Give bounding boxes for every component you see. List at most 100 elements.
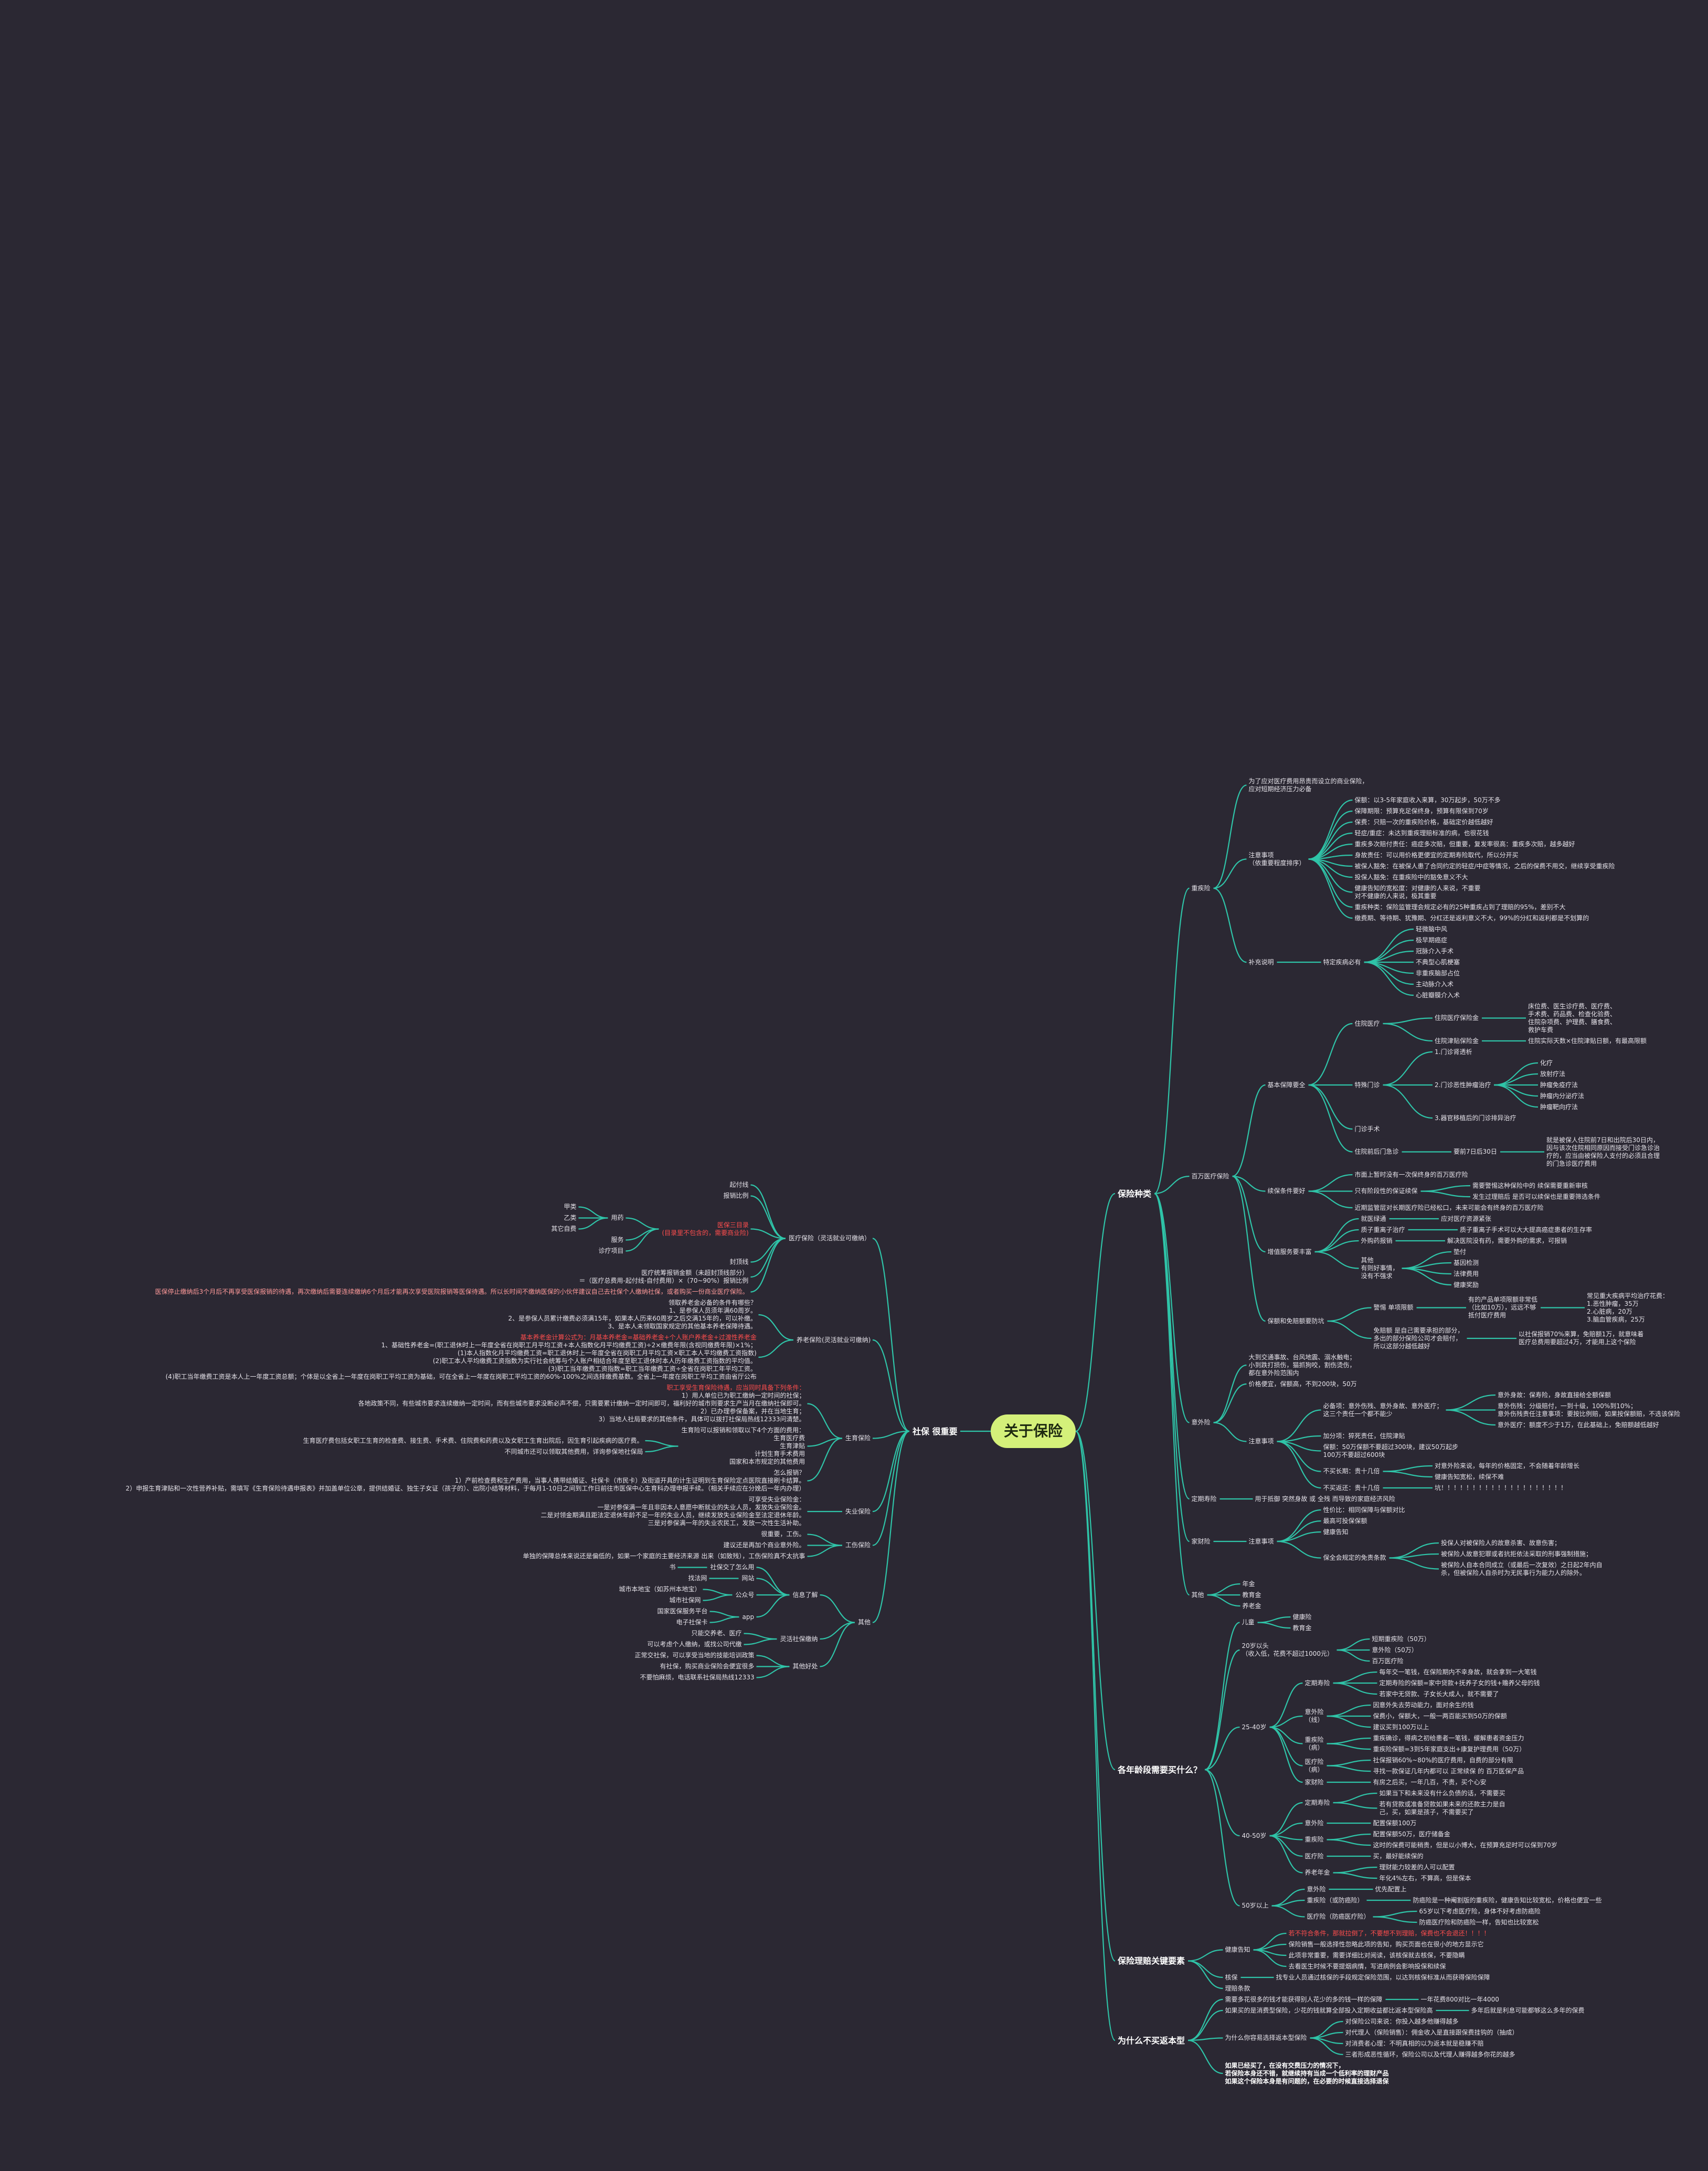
- subtopic-node[interactable]: 就医绿通: [1361, 1215, 1386, 1222]
- leaf-node[interactable]: 封顶线: [729, 1258, 749, 1265]
- leaf-node[interactable]: 用于抵御 突然身故 或 全残 而导致的家庭经济风险: [1255, 1495, 1395, 1503]
- leaf-node[interactable]: 市面上暂时没有一次保终身的百万医疗险: [1354, 1170, 1468, 1178]
- leaf-node[interactable]: 对代理人（保险销售）：佣金收入是直接跟保费挂钩的（抽成）: [1345, 2028, 1519, 2036]
- subtopic-node[interactable]: 灵活社保缴纳: [780, 1635, 818, 1643]
- leaf-node[interactable]: 非重疾脑部占位: [1416, 969, 1460, 977]
- leaf-node[interactable]: 社保报销60%~80%的医疗费用，自费的部分有限: [1373, 1756, 1513, 1764]
- subtopic-node[interactable]: 质子重离子治疗: [1361, 1226, 1405, 1233]
- leaf-node[interactable]: 报销比例: [723, 1192, 749, 1199]
- subtopic-node[interactable]: 养老年金: [1304, 1869, 1330, 1876]
- leaf-node[interactable]: 如果当下和未来没有什么负债的话，不需要买: [1379, 1789, 1505, 1797]
- leaf-node[interactable]: 加分项：猝死责任，住院津贴: [1323, 1432, 1405, 1440]
- subtopic-node[interactable]: 核保: [1225, 1973, 1238, 1981]
- subtopic-node[interactable]: 意外险: [1307, 1885, 1326, 1893]
- leaf-node[interactable]: 以社保报销70%来算，免赔额1万，就意味着 医疗总费用要超过4万，才能用上这个保…: [1519, 1331, 1644, 1346]
- branch-topic[interactable]: 社保 很重要: [913, 1426, 958, 1436]
- leaf-node[interactable]: 3.器官移植后的门诊排异治疗: [1435, 1114, 1516, 1122]
- leaf-node[interactable]: 可享受失业保险金： 一是对参保满一年且非因本人意愿中断就业的失业人员，发放失业保…: [540, 1496, 805, 1527]
- leaf-node[interactable]: 65岁以下考虑医疗险，身体不好考虑防癌险: [1419, 1907, 1541, 1915]
- leaf-node[interactable]: 去看医生时候不要提烟病情，写进病例会影响投保和续保: [1288, 1962, 1446, 1970]
- leaf-node[interactable]: 其它自费: [551, 1225, 577, 1232]
- subtopic-node[interactable]: 特定疾病必有: [1323, 958, 1361, 966]
- leaf-node[interactable]: 重疾确诊，得病之初给患者一笔钱，缓解患者资金压力: [1373, 1734, 1524, 1742]
- leaf-node[interactable]: 心脏瓣膜介入术: [1416, 991, 1460, 999]
- leaf-node[interactable]: 重疾险保额=3到5年家庭支出+康复护理费用（50万）: [1373, 1745, 1526, 1753]
- leaf-node[interactable]: 被保险人自本合同成立（或最后一次复效）之日起2年内自 杀，但被保险人自杀时为无民…: [1441, 1561, 1603, 1577]
- subtopic-node[interactable]: 不买长期：贵十几倍: [1323, 1467, 1380, 1475]
- subtopic-node[interactable]: 工伤保险: [845, 1541, 871, 1549]
- subtopic-node[interactable]: 社保交了怎么用: [710, 1563, 755, 1571]
- subtopic-node[interactable]: 补充说明: [1248, 958, 1274, 966]
- leaf-node[interactable]: 发生过理赔后 是否可以续保也是重要筛选条件: [1472, 1193, 1600, 1200]
- leaf-node[interactable]: 乙类: [564, 1214, 577, 1221]
- subtopic-node[interactable]: 注意事项: [1248, 1537, 1274, 1545]
- leaf-node[interactable]: 化疗: [1540, 1059, 1553, 1067]
- leaf-node[interactable]: 重疾种类：保险监管理会规定必有的25种重疾占到了理赔的95%，差别不大: [1354, 903, 1566, 911]
- leaf-node[interactable]: 年化4%左右，不算高，但是保本: [1379, 1874, 1471, 1882]
- leaf-node[interactable]: 优先配置上: [1375, 1885, 1407, 1893]
- leaf-node[interactable]: 教育金: [1242, 1591, 1261, 1599]
- leaf-node[interactable]: 被保险人故意犯罪或者抗拒依法采取的刑事强制措施；: [1441, 1550, 1593, 1558]
- subtopic-node[interactable]: 基本保障要全: [1267, 1081, 1306, 1089]
- subtopic-node[interactable]: 外购药报销: [1361, 1237, 1393, 1244]
- leaf-node[interactable]: 这时的保费可能稍贵，但是以小博大，在预算充足时可以保到70岁: [1373, 1841, 1557, 1849]
- leaf-node[interactable]: 多年后就是利息可能都够这么多年的保费: [1471, 2006, 1585, 2014]
- leaf-node[interactable]: 冠脉介入手术: [1416, 947, 1454, 955]
- leaf-node[interactable]: 常见重大疾病平均治疗花费： 1.恶性肿瘤，35万 2.心脏病，20万 3.脑血管…: [1587, 1292, 1669, 1323]
- subtopic-node[interactable]: 养老保险(灵活就业可缴纳): [797, 1336, 871, 1344]
- subtopic-node[interactable]: 重疾险（或防癌险）: [1307, 1896, 1364, 1904]
- leaf-node[interactable]: 配置保额100万: [1373, 1819, 1417, 1827]
- leaf-node[interactable]: 缴费期、等待期、犹豫期、分红还是返利意义不大，99%的分红和返利都是不划算的: [1354, 914, 1589, 922]
- leaf-node[interactable]: 配置保额50万，医疗储备金: [1373, 1830, 1450, 1838]
- leaf-node[interactable]: 防癌医疗险和防癌险一样，告知也比较宽松: [1419, 1918, 1539, 1926]
- branch-topic[interactable]: 为什么不买返本型: [1118, 2035, 1185, 2046]
- leaf-node[interactable]: 对意外险来说，每年的价格固定，不会随着年龄增长: [1435, 1462, 1580, 1470]
- leaf-node[interactable]: 肿瘤靶向疗法: [1540, 1103, 1578, 1111]
- leaf-node[interactable]: 解决医院没有药，需要外购的需求，可报销: [1447, 1237, 1567, 1244]
- leaf-node[interactable]: 防癌险是一种阉割版的重疾险，健康告知比较宽松，价格也便宜一些: [1413, 1896, 1602, 1904]
- subtopic-node[interactable]: 25-40岁: [1242, 1723, 1267, 1731]
- subtopic-node[interactable]: 意外险: [1304, 1819, 1324, 1827]
- subtopic-node[interactable]: 生育险可以报销和领取以下4个方面的费用： 生育医疗费 生育津贴 计划生育手术费用…: [681, 1427, 805, 1465]
- subtopic-node[interactable]: 注意事项: [1248, 1438, 1274, 1445]
- leaf-node[interactable]: 最高可投保保额: [1323, 1517, 1367, 1525]
- subtopic-node[interactable]: 儿童: [1242, 1619, 1255, 1626]
- leaf-node[interactable]: 保费：只赔一次的重疾险价格，基础定价越低越好: [1354, 818, 1493, 826]
- subtopic-node[interactable]: 医疗险: [1304, 1852, 1324, 1860]
- subtopic-node[interactable]: 免赔额 是自己需要承担的部分， 多出的部分保险公司才会赔付， 所以这部分越低越好: [1373, 1326, 1464, 1350]
- leaf-node[interactable]: 如果已经买了，在没有交费压力的情况下， 若保险本身还不错，就继续持有当成一个低利…: [1225, 2061, 1389, 2085]
- leaf-node[interactable]: 建议买到100万以上: [1373, 1723, 1429, 1731]
- subtopic-node[interactable]: 住院医疗保险金: [1435, 1014, 1479, 1021]
- leaf-node[interactable]: 健康奖励: [1454, 1281, 1479, 1289]
- subtopic-node[interactable]: 公众号: [735, 1591, 755, 1599]
- leaf-node[interactable]: 放射疗法: [1540, 1070, 1566, 1078]
- leaf-node[interactable]: 服务: [611, 1236, 624, 1243]
- leaf-node[interactable]: 被保人豁免：在被保人患了合同约定的轻症/中症等情况，之后的保费不用交，继续享受重…: [1354, 862, 1615, 870]
- branch-topic[interactable]: 保险理赔关键要素: [1118, 1956, 1185, 1966]
- leaf-node[interactable]: 诊疗项目: [598, 1247, 624, 1254]
- leaf-node[interactable]: 有社保，购买商业保险会便宜很多: [660, 1663, 755, 1670]
- leaf-node[interactable]: 投保人对被保险人的故意杀害、故意伤害；: [1441, 1539, 1561, 1547]
- subtopic-node[interactable]: 有的产品单项限额非常低 （比如10万），远远不够 抵付医疗费用: [1468, 1296, 1538, 1319]
- leaf-node[interactable]: 住院实际天数×住院津贴日额，有最高限额: [1528, 1037, 1647, 1045]
- subtopic-node[interactable]: 医疗险（防癌医疗险）: [1307, 1913, 1370, 1920]
- leaf-node[interactable]: 教育金: [1292, 1624, 1312, 1632]
- leaf-node[interactable]: 不要怕麻烦，电话联系社保局热线12333: [640, 1674, 755, 1681]
- leaf-node[interactable]: 为了应对医疗费用昂贵而设立的商业保险， 应对短期经济压力必备: [1248, 777, 1368, 793]
- leaf-node[interactable]: 买，最好能续保的: [1373, 1852, 1424, 1860]
- leaf-node[interactable]: 健康告知: [1323, 1528, 1349, 1536]
- leaf-node[interactable]: 价格便宜，保额高，不到200块，50万: [1248, 1380, 1357, 1388]
- subtopic-node[interactable]: 生育保险: [845, 1434, 871, 1442]
- leaf-node[interactable]: 电子社保卡: [676, 1619, 708, 1626]
- leaf-node[interactable]: 三者形成恶性循环，保险公司以及代理人赚得越多你花的越多: [1345, 2050, 1515, 2058]
- leaf-node[interactable]: 职工享受生育保险待遇，应当同时具备下列条件： 1）用人单位已为职工缴纳一定时间的…: [358, 1384, 805, 1423]
- leaf-node[interactable]: 肿瘤内分泌疗法: [1540, 1092, 1585, 1100]
- subtopic-node[interactable]: 需要多花很多的钱才能获得别人花少的多的钱一样的保障: [1225, 1995, 1383, 2003]
- subtopic-node[interactable]: 不买返还：贵十几倍: [1323, 1484, 1380, 1492]
- subtopic-node[interactable]: 增值服务要丰富: [1267, 1248, 1312, 1255]
- subtopic-node[interactable]: 意外险: [1191, 1419, 1211, 1426]
- subtopic-node[interactable]: 其他: [1191, 1591, 1204, 1599]
- leaf-node[interactable]: 坑！！！！！！！！！！！！！！！！！！！！: [1435, 1484, 1567, 1492]
- leaf-node[interactable]: 保费小，保额大，一般一两百能买到50万的保额: [1373, 1712, 1507, 1720]
- subtopic-node[interactable]: 注意事项 （依重要程度排序）: [1248, 851, 1306, 867]
